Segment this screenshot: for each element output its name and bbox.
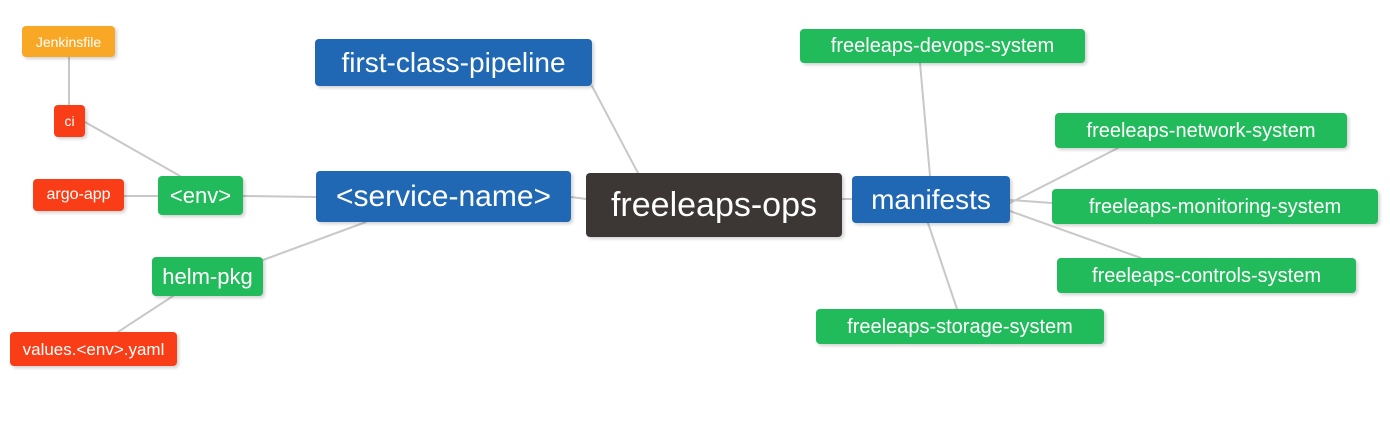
node-freeleaps-ops[interactable]: freeleaps-ops [586, 173, 842, 237]
node-env[interactable]: <env> [158, 176, 243, 215]
edge-manifests-to-freeleaps-monitoring-system [1009, 199, 1053, 204]
node-freeleaps-devops-system[interactable]: freeleaps-devops-system [800, 29, 1085, 63]
node-label: <service-name> [335, 179, 552, 213]
node-label: first-class-pipeline [341, 46, 566, 78]
node-jenkinsfile[interactable]: Jenkinsfile [22, 26, 115, 57]
node-label: freeleaps-network-system [1086, 119, 1316, 142]
node-freeleaps-storage-system[interactable]: freeleaps-storage-system [816, 309, 1104, 344]
edge-manifests-to-freeleaps-storage-system [927, 222, 958, 310]
node-values-env-yaml[interactable]: values.<env>.yaml [10, 332, 177, 366]
node-manifests[interactable]: manifests [852, 176, 1010, 223]
node-label: freeleaps-controls-system [1092, 264, 1321, 287]
node-service-name[interactable]: <service-name> [316, 171, 571, 222]
edge-freeleaps-ops-to-first-class-pipeline [591, 85, 639, 174]
node-freeleaps-controls-system[interactable]: freeleaps-controls-system [1057, 258, 1356, 293]
node-ci[interactable]: ci [54, 105, 85, 137]
node-label: Jenkinsfile [35, 33, 102, 50]
node-label: helm-pkg [162, 263, 253, 289]
node-helm-pkg[interactable]: helm-pkg [152, 257, 263, 296]
node-argo-app[interactable]: argo-app [33, 179, 124, 211]
node-label: freeleaps-ops [610, 186, 817, 224]
node-first-class-pipeline[interactable]: first-class-pipeline [315, 39, 592, 86]
edge-manifests-to-freeleaps-devops-system [919, 62, 931, 177]
node-label: <env> [169, 182, 232, 208]
node-freeleaps-monitoring-system[interactable]: freeleaps-monitoring-system [1052, 189, 1378, 224]
edge-freeleaps-ops-to-service-name [570, 196, 587, 200]
node-label: freeleaps-monitoring-system [1088, 195, 1342, 218]
node-label: argo-app [46, 186, 111, 203]
node-label: ci [64, 113, 75, 129]
edge-service-name-to-helm-pkg [262, 221, 367, 261]
node-freeleaps-network-system[interactable]: freeleaps-network-system [1055, 113, 1347, 148]
edge-service-name-to-env [242, 195, 317, 198]
node-label: values.<env>.yaml [22, 339, 165, 359]
node-label: manifests [871, 183, 991, 215]
node-label: freeleaps-storage-system [847, 315, 1073, 338]
edge-helm-pkg-to-values-env-yaml [117, 295, 174, 333]
edge-env-to-ci [84, 121, 181, 177]
node-label: freeleaps-devops-system [830, 35, 1055, 57]
